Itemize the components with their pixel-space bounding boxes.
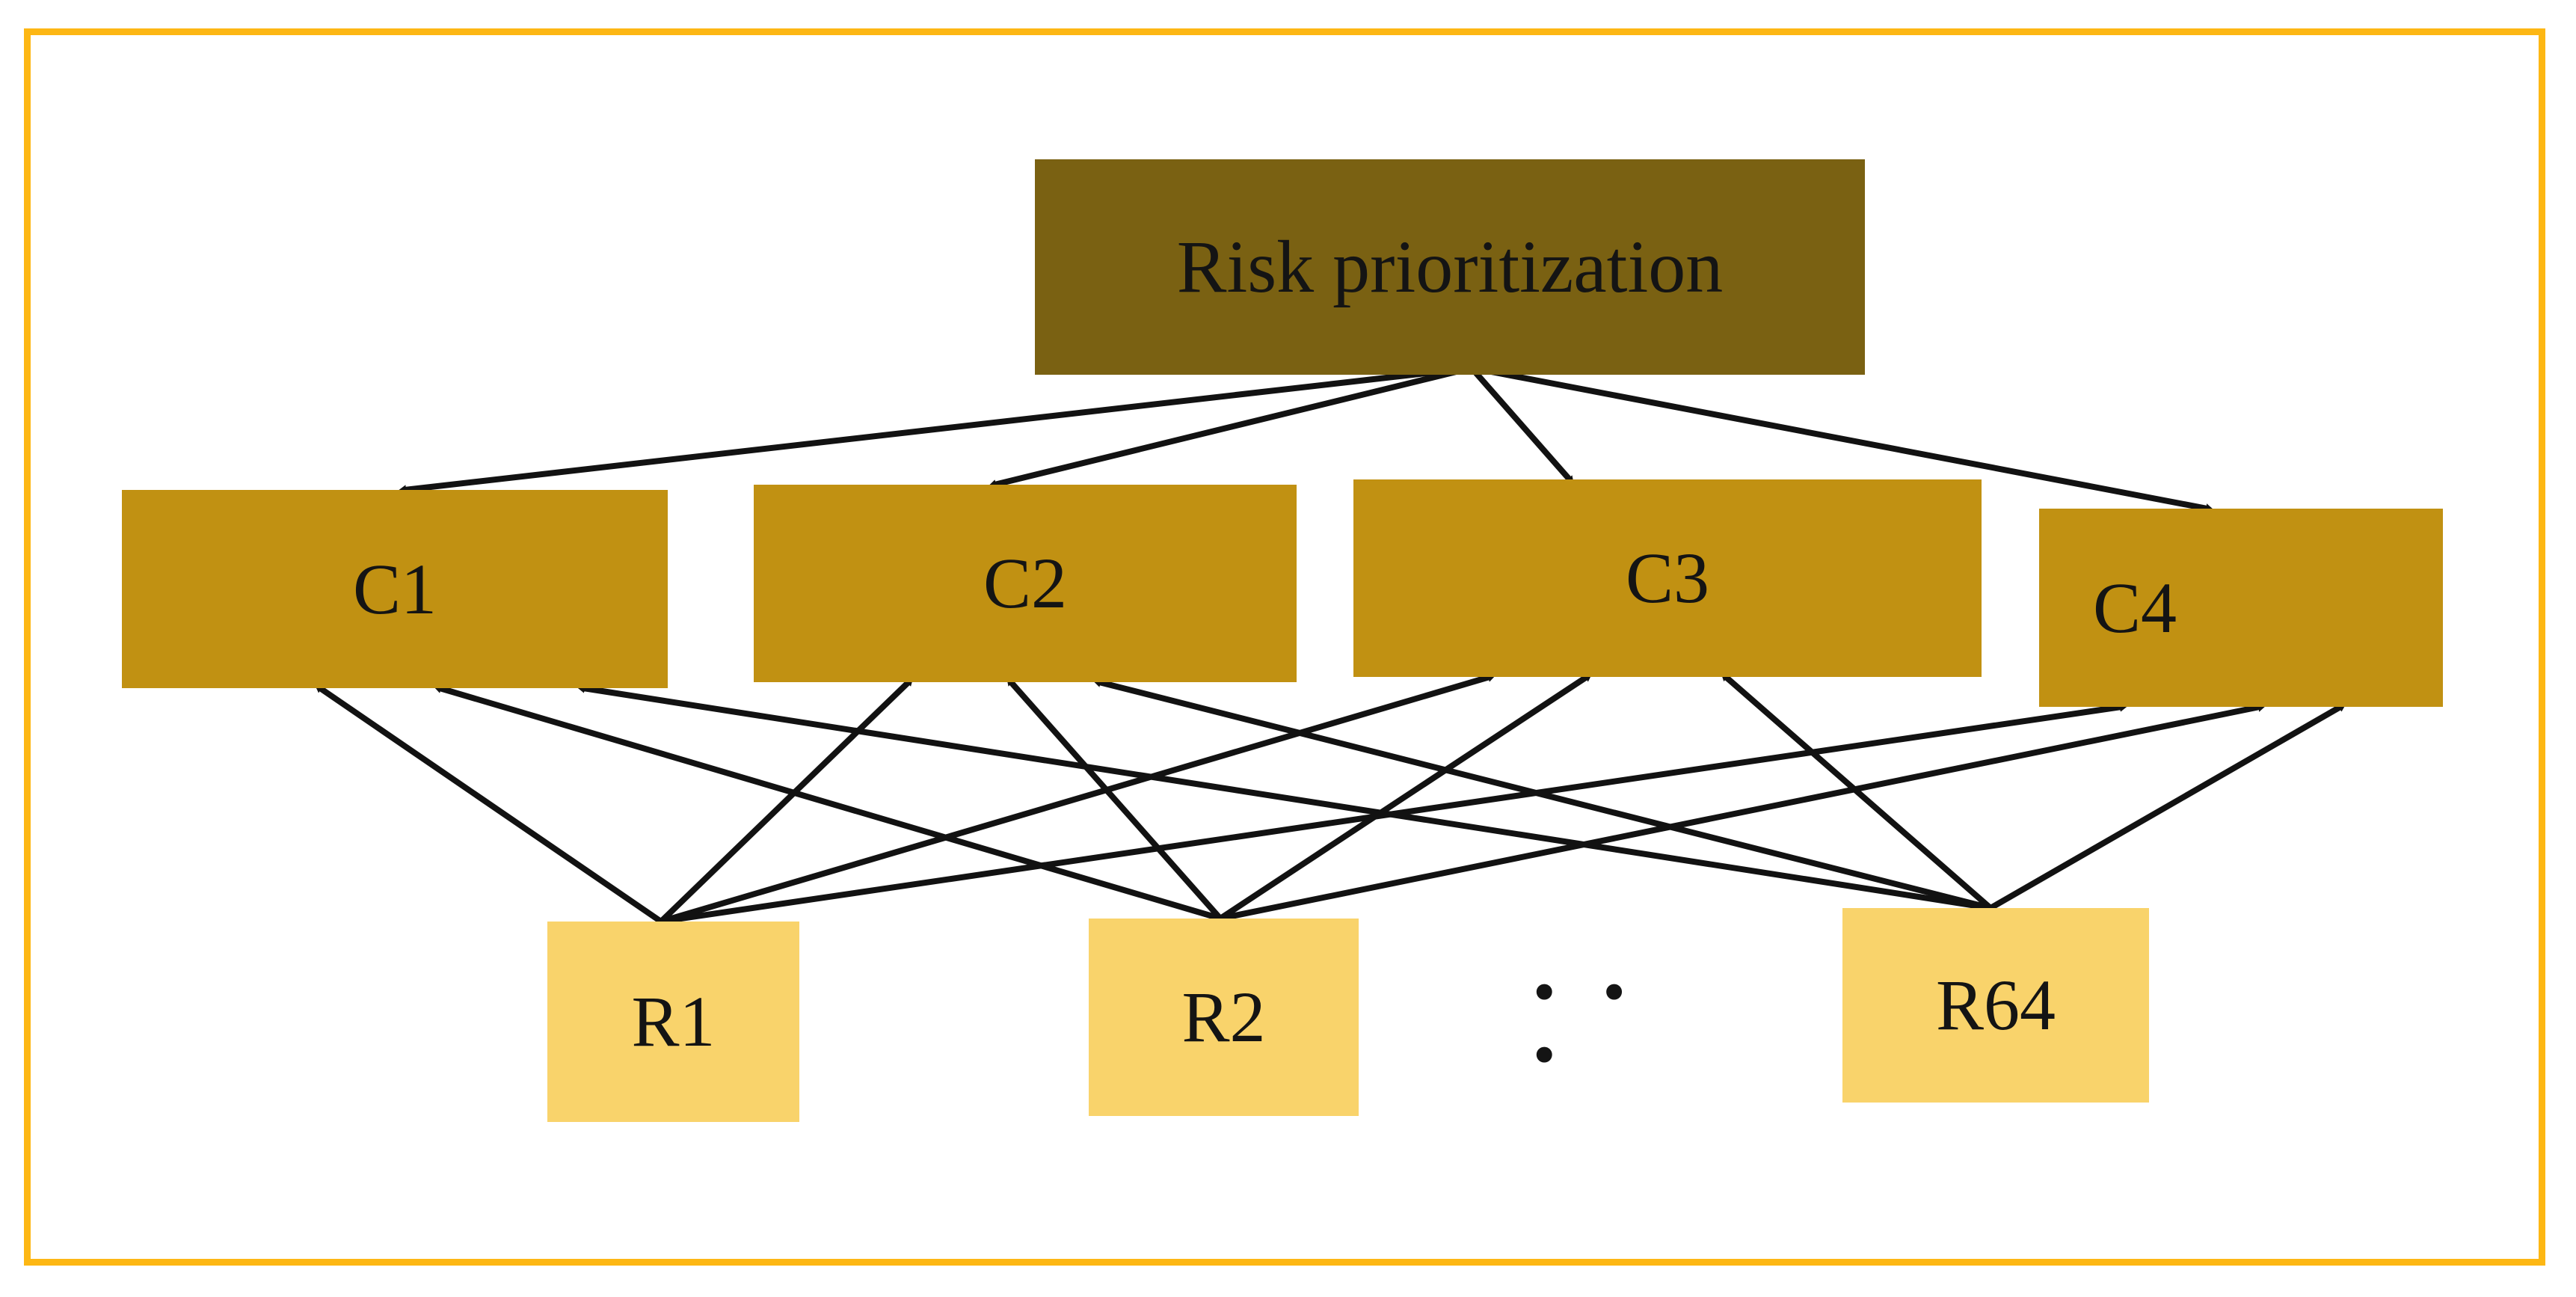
risk-node-label: R64 bbox=[1935, 965, 2056, 1045]
ellipsis-more-risks: • • • bbox=[1528, 962, 1641, 1088]
arrow-R64-to-C4 bbox=[1989, 707, 2340, 911]
connection-arrows bbox=[320, 365, 2340, 925]
risk-node-label: R1 bbox=[631, 981, 716, 1061]
risk-node-label: R2 bbox=[1181, 977, 1266, 1057]
arrow-R1-to-C1 bbox=[320, 688, 663, 925]
arrow-goal-to-C4 bbox=[1471, 365, 2207, 509]
criterion-node-c1: C1 bbox=[122, 490, 668, 688]
arrow-R2-to-C1 bbox=[440, 688, 1222, 922]
criterion-node-c3: C3 bbox=[1353, 479, 1982, 677]
arrow-goal-to-C1 bbox=[405, 365, 1472, 490]
arrow-goal-to-C2 bbox=[995, 365, 1472, 485]
criterion-node-label: C4 bbox=[2093, 567, 2177, 648]
criterion-node-c4: C4 bbox=[2039, 509, 2443, 707]
goal-node-risk-prioritization: Risk prioritization bbox=[1035, 159, 1865, 375]
arrow-R64-to-C2 bbox=[1099, 682, 1991, 911]
arrow-R64-to-C3 bbox=[1726, 677, 1993, 911]
criterion-node-label: C3 bbox=[1625, 538, 1710, 618]
arrow-R64-to-C1 bbox=[583, 688, 1991, 911]
criterion-node-label: C1 bbox=[352, 548, 437, 629]
arrow-R2-to-C2 bbox=[1011, 682, 1223, 921]
arrow-R1-to-C3 bbox=[660, 677, 1490, 925]
outer-frame-border bbox=[24, 28, 2545, 1266]
risk-node-r64: R64 bbox=[1842, 908, 2149, 1103]
arrow-R2-to-C3 bbox=[1218, 677, 1587, 922]
arrow-R1-to-C2 bbox=[659, 682, 909, 924]
arrow-R2-to-C4 bbox=[1220, 707, 2260, 922]
goal-node-label: Risk prioritization bbox=[1176, 225, 1724, 308]
criterion-node-label: C2 bbox=[983, 543, 1068, 623]
arrow-goal-to-C3 bbox=[1469, 366, 1570, 479]
risk-node-r2: R2 bbox=[1089, 919, 1359, 1116]
criterion-node-c2: C2 bbox=[754, 485, 1297, 682]
risk-node-r1: R1 bbox=[547, 922, 799, 1122]
